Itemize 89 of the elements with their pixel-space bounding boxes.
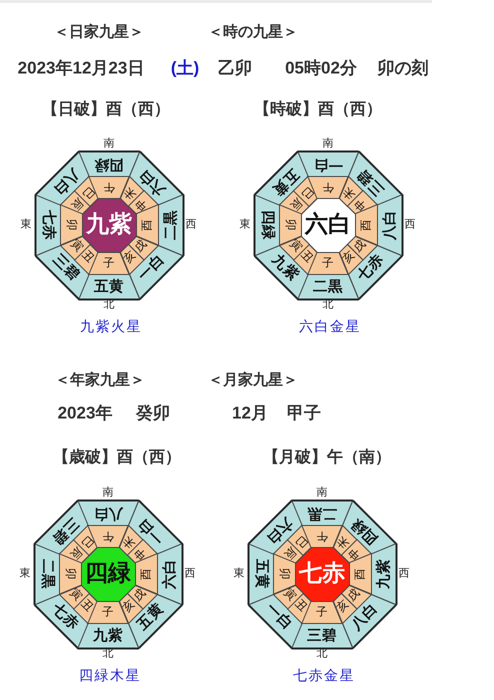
cell-label: 五黄: [268, 166, 300, 198]
cell-label: 八白: [350, 602, 382, 634]
stem-branch-text: 甲子: [287, 404, 321, 422]
cell-label: 一白: [312, 156, 343, 171]
compass-label: 北: [316, 648, 328, 660]
cell-label: 午: [322, 181, 334, 193]
stem-branch-text: 乙卯: [218, 60, 252, 76]
cell-label: 八白: [50, 166, 82, 198]
compass-label: 南: [316, 488, 328, 498]
cell-label: 午: [102, 530, 114, 542]
break-direction-text: 【日破】酉（西）: [42, 102, 170, 118]
cell-label: 一白: [136, 514, 168, 546]
compass-label: 東: [240, 220, 250, 230]
compass-label: 南: [104, 138, 114, 150]
cell-label: 卯: [284, 218, 296, 231]
cell-label: 二黒: [312, 279, 343, 294]
cell-label: 四緑: [259, 210, 274, 240]
time-text: 05時02分: [285, 60, 357, 76]
hour-branch-text: 卯の刻: [378, 60, 428, 76]
compass-label: 西: [398, 568, 410, 580]
section-heading: ＜時の九星＞: [208, 24, 298, 40]
cell-label: 六白: [136, 166, 168, 198]
cell-label: 三碧: [50, 252, 82, 284]
cell-label: 卯: [65, 218, 77, 231]
section-heading: ＜日家九星＞: [54, 24, 144, 40]
cell-label: 二黒: [306, 505, 337, 520]
weekday-text: (土): [170, 60, 200, 76]
cell-label: 三碧: [306, 628, 337, 643]
cell-label: 三碧: [356, 166, 388, 198]
cell-label: 二黒: [163, 210, 178, 240]
compass-label: 南: [102, 488, 114, 498]
compass-label: 北: [322, 300, 334, 310]
compass-label: 南: [322, 138, 334, 150]
cell-label: 子: [316, 606, 328, 618]
cell-label: 六白: [162, 558, 177, 589]
center-label: 六白: [305, 214, 351, 236]
cell-label: 酉: [360, 218, 372, 231]
compass-label: 北: [102, 648, 114, 660]
center-label: 九紫: [86, 214, 132, 236]
cell-label: 四緑: [350, 514, 382, 546]
star-caption: 九紫火星: [80, 319, 142, 333]
cell-label: 五黄: [253, 558, 268, 589]
date-text: 2023年12月23日: [18, 60, 144, 76]
cell-label: 八白: [382, 210, 397, 240]
cell-label: 午: [316, 530, 328, 542]
month-text: 12月: [232, 404, 268, 422]
cell-label: 二黒: [39, 558, 54, 589]
cell-label: 酉: [354, 568, 366, 580]
compass-label: 北: [104, 300, 114, 310]
star-caption: 六白金星: [299, 319, 361, 333]
center-label: 七赤: [299, 562, 345, 586]
break-direction-text: 【時破】酉（西）: [254, 102, 382, 118]
cell-label: 子: [102, 257, 115, 269]
break-direction-text: 【歳破】酉（西）: [53, 450, 181, 466]
cell-label: 酉: [141, 218, 153, 231]
cell-label: 一白: [262, 602, 294, 634]
cell-label: 六白: [262, 514, 294, 546]
cell-label: 午: [102, 181, 115, 193]
cell-label: 子: [322, 257, 334, 269]
stem-branch-text: 癸卯: [136, 404, 170, 422]
cell-label: 八白: [92, 505, 123, 520]
compass-label: 東: [234, 568, 244, 580]
cell-label: 五黄: [94, 279, 124, 294]
cell-label: 九紫: [376, 558, 391, 589]
cell-label: 九紫: [268, 252, 300, 284]
cell-label: 一白: [136, 252, 168, 284]
cell-label: 九紫: [92, 628, 123, 643]
cell-label: 七赤: [40, 210, 55, 240]
compass-label: 西: [186, 220, 196, 230]
cell-label: 五黄: [136, 602, 168, 634]
cell-label: 七赤: [48, 602, 80, 634]
star-caption: 四緑木星: [79, 668, 141, 682]
cell-label: 三碧: [48, 514, 80, 546]
break-direction-text: 【月破】午（南）: [263, 450, 391, 466]
compass-label: 西: [404, 220, 416, 230]
section-heading: ＜年家九星＞: [55, 372, 145, 388]
compass-label: 西: [184, 568, 196, 580]
cell-label: 卯: [64, 568, 76, 580]
center-label: 四緑: [85, 562, 131, 586]
cell-label: 四緑: [94, 156, 124, 171]
compass-label: 東: [20, 220, 32, 230]
cell-label: 子: [102, 606, 114, 618]
year-text: 2023年: [58, 404, 112, 422]
section-heading: ＜月家九星＞: [208, 372, 298, 388]
cell-label: 酉: [140, 568, 152, 580]
compass-label: 東: [20, 568, 30, 580]
cell-label: 七赤: [356, 252, 388, 284]
cell-label: 卯: [278, 568, 290, 580]
star-caption: 七赤金星: [293, 668, 355, 682]
